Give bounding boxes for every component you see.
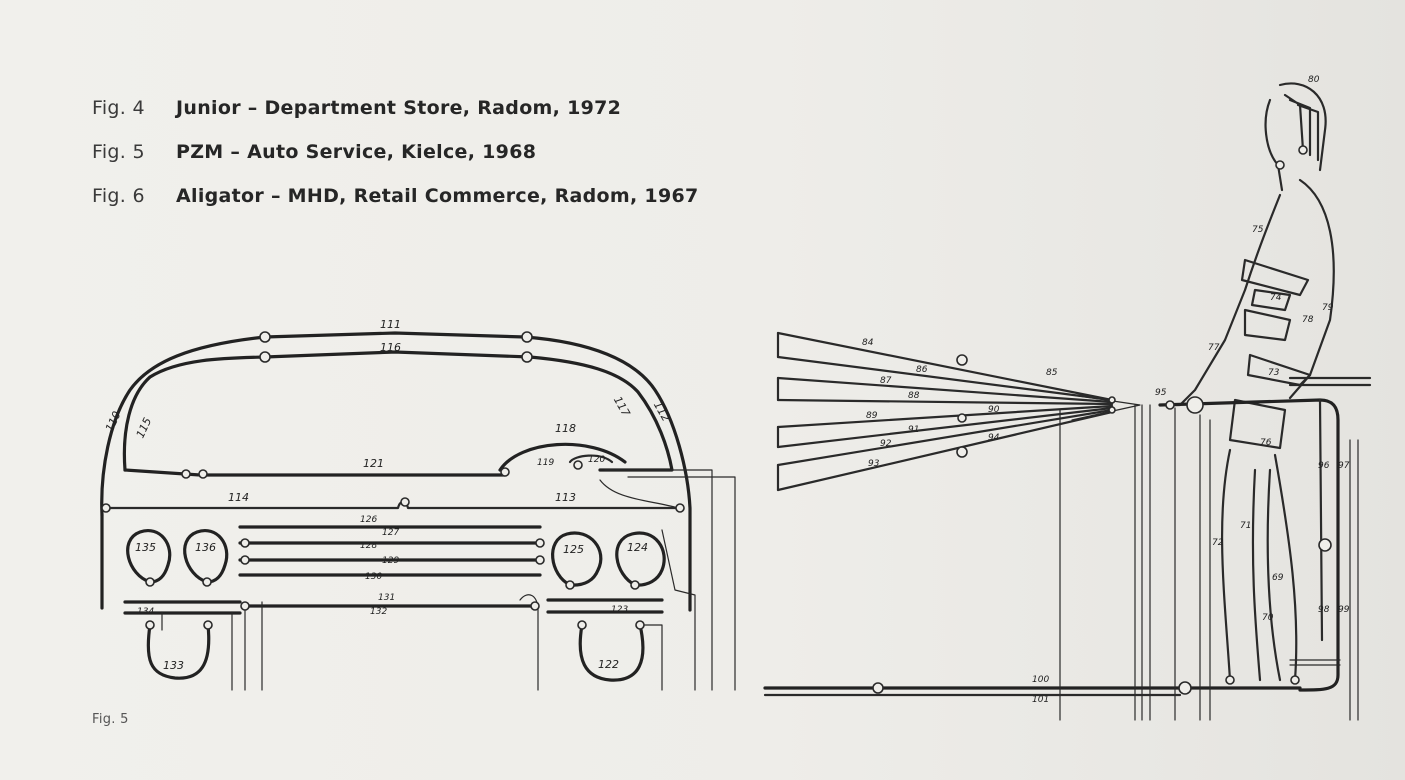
tube-number: 80 bbox=[1308, 75, 1320, 85]
tube-number: 91 bbox=[908, 425, 919, 435]
figure-label: Fig. 5 bbox=[92, 712, 129, 727]
tube-number: 111 bbox=[380, 318, 401, 331]
tube-number: 119 bbox=[537, 458, 554, 468]
leg-tube bbox=[1220, 448, 1298, 682]
tube-number: 134 bbox=[137, 607, 154, 617]
tube-number: 110 bbox=[103, 409, 124, 434]
caption-number: Fig. 6 bbox=[92, 185, 145, 207]
caption-fig-6: Fig. 6 Aligator – MHD, Retail Commerce, … bbox=[92, 174, 699, 218]
tube-number: 87 bbox=[880, 376, 892, 386]
hood-tube bbox=[104, 500, 682, 510]
head-tube bbox=[1264, 82, 1327, 192]
tube-number: 88 bbox=[908, 391, 920, 401]
tube-number: 76 bbox=[1260, 438, 1272, 448]
caption-number: Fig. 4 bbox=[92, 97, 145, 119]
tube-number: 86 bbox=[916, 365, 928, 375]
tube-number: 90 bbox=[988, 405, 1000, 415]
caption-number: Fig. 5 bbox=[92, 141, 145, 163]
tube-number: 128 bbox=[360, 541, 377, 551]
frame-tube bbox=[1158, 398, 1340, 692]
tube-number: 132 bbox=[370, 607, 387, 617]
tube-number: 131 bbox=[378, 593, 395, 603]
figure-connection-nodes bbox=[872, 145, 1332, 695]
car-tube-labels: 111 116 110 115 117 112 118 119 120 121 … bbox=[103, 318, 673, 672]
tube-number: 89 bbox=[866, 411, 878, 421]
headlight-right-inner bbox=[551, 531, 603, 587]
tube-number: 98 bbox=[1318, 605, 1330, 615]
tube-number: 69 bbox=[1272, 573, 1284, 583]
tube-number: 101 bbox=[1032, 695, 1049, 705]
tube-number: 127 bbox=[382, 528, 399, 538]
tube-number: 100 bbox=[1032, 675, 1049, 685]
figure-tube-labels: 80 75 74 78 79 77 73 76 84 86 87 88 85 8… bbox=[862, 75, 1350, 705]
caption-title: Junior – Department Store, Radom, 1972 bbox=[176, 97, 622, 119]
tube-number: 130 bbox=[365, 572, 382, 582]
figure-caption-list: Fig. 4 Junior – Department Store, Radom,… bbox=[92, 86, 699, 218]
windshield-tube bbox=[122, 350, 674, 472]
plate-left-tube bbox=[146, 623, 211, 680]
tube-number: 99 bbox=[1338, 605, 1350, 615]
tube-number: 133 bbox=[163, 659, 184, 672]
tube-number: 129 bbox=[382, 556, 399, 566]
tube-number: 97 bbox=[1338, 461, 1350, 471]
tube-number: 118 bbox=[555, 422, 576, 435]
headlight-left-inner bbox=[183, 529, 229, 584]
tube-number: 73 bbox=[1268, 368, 1280, 378]
headlight-left-outer bbox=[126, 529, 172, 584]
feed-wire bbox=[1059, 404, 1211, 721]
tube-number: 84 bbox=[862, 338, 874, 348]
caption-fig-4: Fig. 4 Junior – Department Store, Radom,… bbox=[92, 86, 699, 130]
figure-tubes bbox=[763, 82, 1372, 721]
fan-tube bbox=[776, 331, 1114, 402]
tube-number: 79 bbox=[1322, 303, 1334, 313]
tube-number: 115 bbox=[134, 416, 155, 441]
body-tube bbox=[1158, 193, 1282, 407]
tube-number: 94 bbox=[988, 433, 1000, 443]
tube-number: 77 bbox=[1208, 343, 1220, 353]
tube-number: 124 bbox=[627, 541, 648, 554]
tube-number: 71 bbox=[1240, 521, 1251, 531]
tube-number: 136 bbox=[195, 541, 216, 554]
tube-number: 121 bbox=[363, 457, 384, 470]
car-tubes bbox=[100, 331, 736, 691]
tube-number: 96 bbox=[1318, 461, 1330, 471]
tube-number: 126 bbox=[360, 515, 377, 525]
tube-number: 123 bbox=[611, 605, 628, 615]
mirror-tube bbox=[498, 442, 627, 472]
caption-fig-5: Fig. 5 PZM – Auto Service, Kielce, 1968 bbox=[92, 130, 699, 174]
tube-number: 125 bbox=[563, 543, 584, 556]
tube-number: 117 bbox=[611, 394, 633, 419]
tube-number: 75 bbox=[1252, 225, 1264, 235]
tube-number: 116 bbox=[380, 341, 401, 354]
feed-wire bbox=[244, 469, 736, 691]
tube-number: 95 bbox=[1155, 388, 1167, 398]
tube-number: 122 bbox=[598, 658, 619, 671]
headlight-right-outer bbox=[615, 531, 666, 587]
tube-number: 135 bbox=[135, 541, 156, 554]
caption-title: Aligator – MHD, Retail Commerce, Radom, … bbox=[176, 185, 699, 207]
bumper-tube bbox=[123, 598, 664, 614]
tube-number: 85 bbox=[1046, 368, 1058, 378]
tube-number: 92 bbox=[880, 439, 892, 449]
tube-number: 113 bbox=[555, 491, 576, 504]
plate-right-tube bbox=[578, 623, 645, 682]
tube-number: 78 bbox=[1302, 315, 1314, 325]
tube-number: 72 bbox=[1212, 538, 1224, 548]
car-outline-tube bbox=[100, 331, 692, 612]
tube-number: 74 bbox=[1270, 293, 1282, 303]
car-connection-nodes bbox=[101, 331, 685, 630]
tube-number: 120 bbox=[588, 455, 605, 465]
tube-number: 114 bbox=[228, 491, 249, 504]
caption-title: PZM – Auto Service, Kielce, 1968 bbox=[176, 141, 537, 163]
tube-number: 70 bbox=[1262, 613, 1274, 623]
tube-number: 93 bbox=[868, 459, 880, 469]
